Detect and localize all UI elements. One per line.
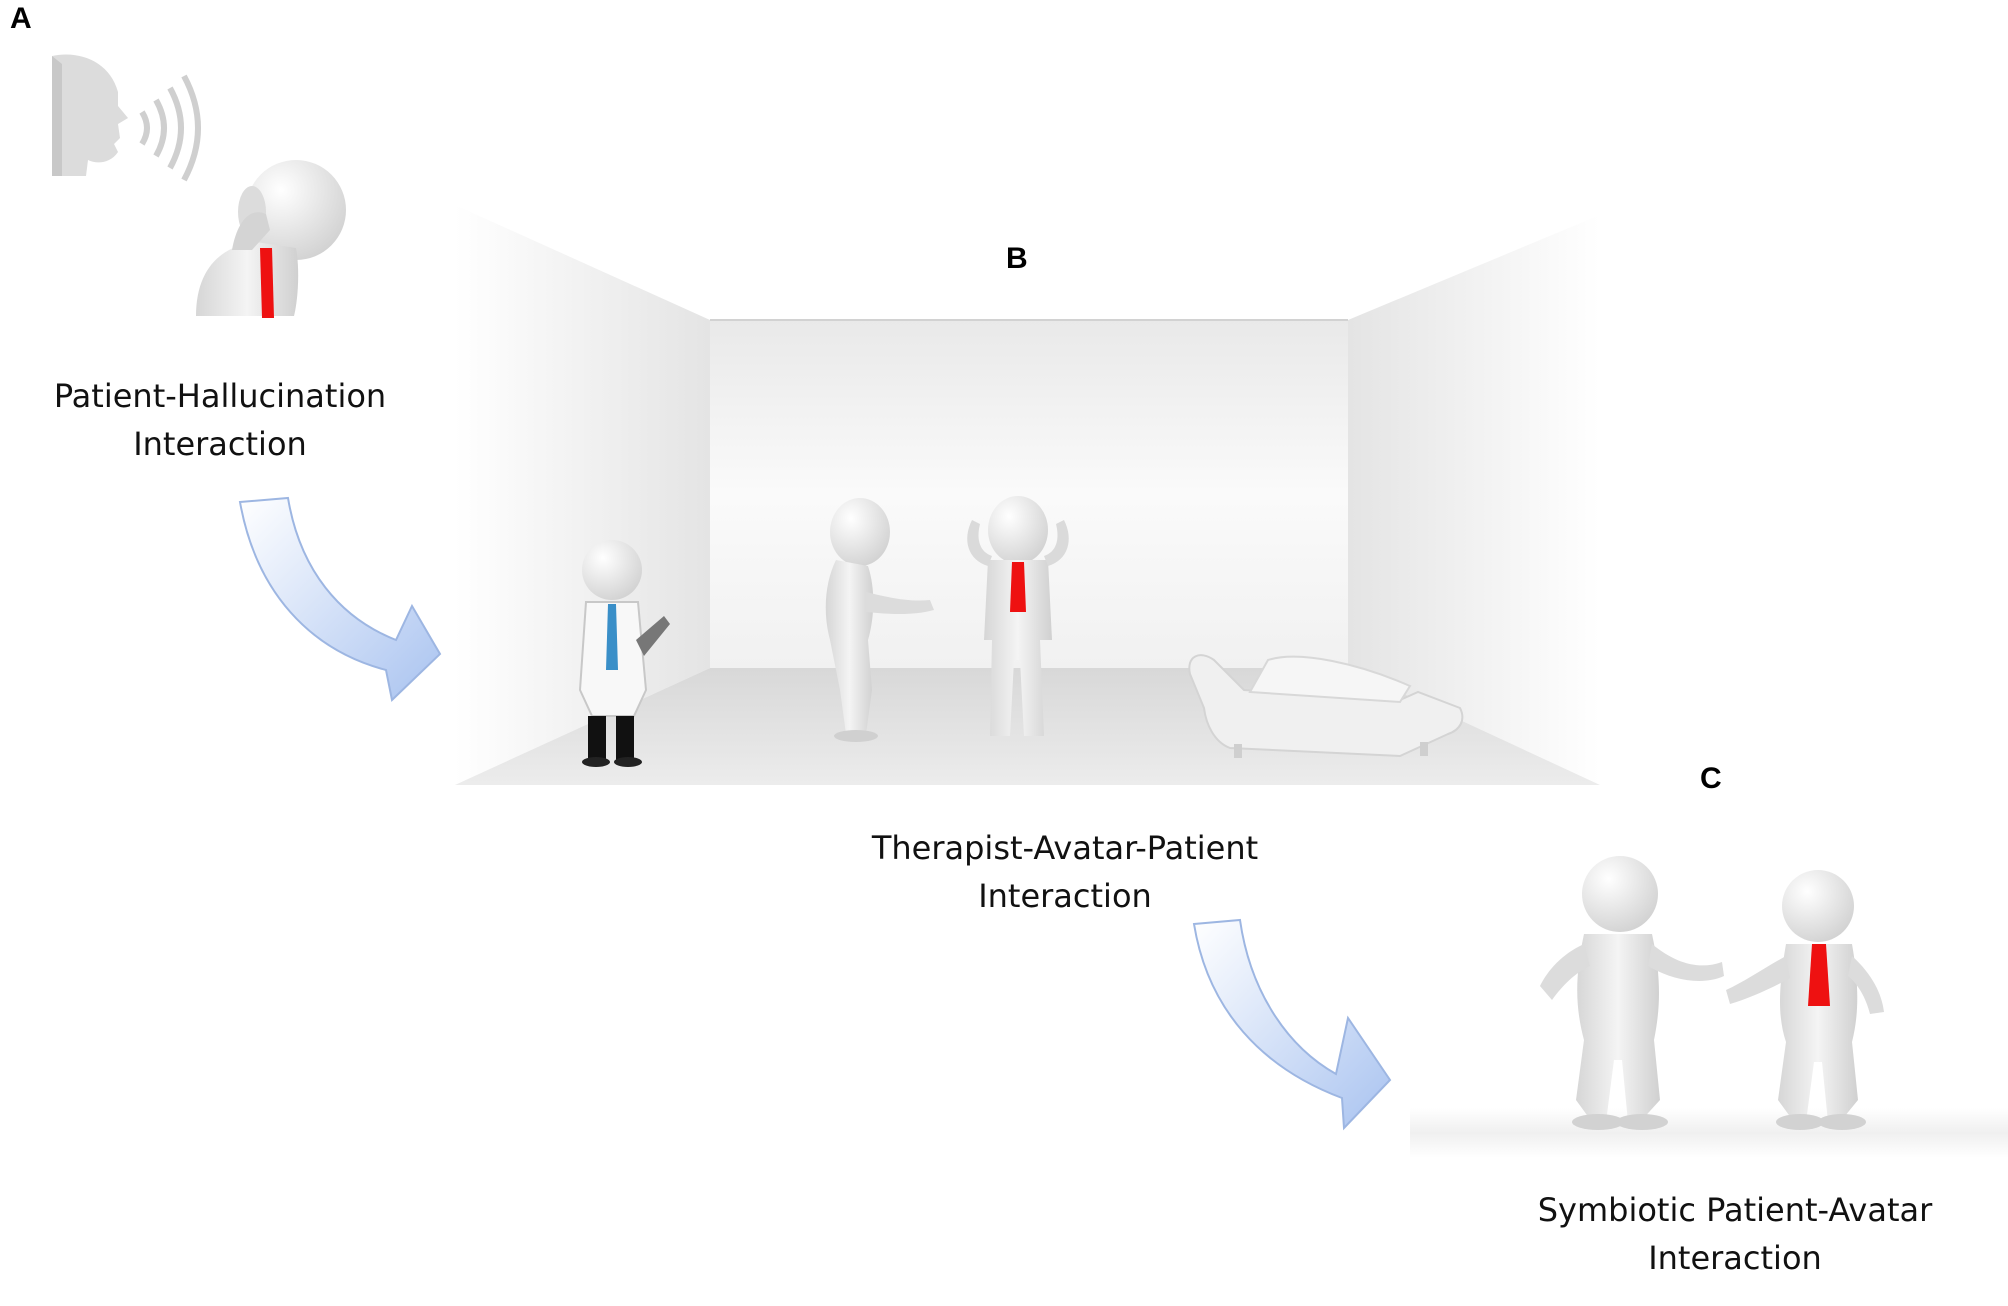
caption-b-line2: Interaction — [840, 872, 1290, 920]
caption-c-line1: Symbiotic Patient-Avatar — [1510, 1186, 1960, 1234]
distressed-patient-figure — [196, 160, 346, 318]
caption-panel-b: Therapist-Avatar-Patient Interaction — [840, 824, 1290, 920]
caption-c-line2: Interaction — [1510, 1234, 1960, 1282]
caption-a-line1: Patient-Hallucination — [20, 372, 420, 420]
speaking-head-icon — [52, 55, 198, 181]
curved-arrow-b-to-c — [1194, 920, 1390, 1128]
patient-figure-c — [1726, 870, 1884, 1130]
avatar-figure-c — [1540, 856, 1724, 1130]
caption-panel-c: Symbiotic Patient-Avatar Interaction — [1510, 1186, 1960, 1282]
panel-c-ground — [1410, 1108, 2008, 1158]
curved-arrow-a-to-b — [240, 498, 440, 700]
caption-b-line1: Therapist-Avatar-Patient — [840, 824, 1290, 872]
caption-panel-a: Patient-Hallucination Interaction — [20, 372, 420, 468]
caption-a-line2: Interaction — [20, 420, 420, 468]
